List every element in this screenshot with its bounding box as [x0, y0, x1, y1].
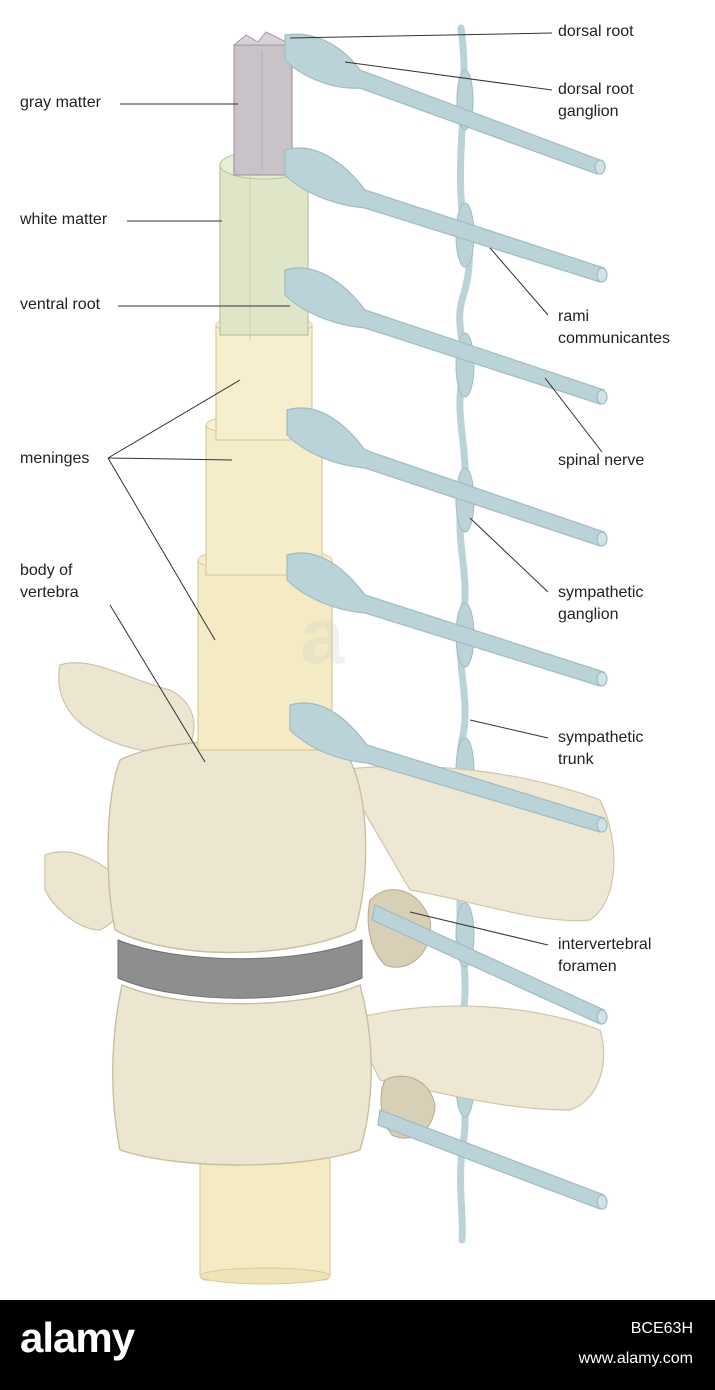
image-id: BCE63H — [631, 1320, 693, 1338]
alamy-logo: alamy — [20, 1314, 134, 1362]
dorsal-root-label: dorsal root — [558, 21, 634, 43]
sympathetic-trunk-label-line1: sympathetic — [558, 727, 643, 749]
footer-bar: alamy BCE63H www.alamy.com — [0, 1300, 715, 1390]
spinal-nerve-label: spinal nerve — [558, 450, 644, 472]
sympathetic-ganglion-label-line2: ganglion — [558, 604, 619, 626]
sympathetic-trunk-label-line2: trunk — [558, 749, 594, 771]
watermark-text: a — [300, 590, 345, 682]
rami-communicantes-label-line1: rami — [558, 306, 589, 328]
gray-matter-label: gray matter — [20, 92, 101, 114]
sympathetic-ganglion-label-line1: sympathetic — [558, 582, 643, 604]
dorsal-root-ganglion-label-line1: dorsal root — [558, 79, 634, 101]
vertebra-bone — [45, 663, 614, 1284]
white-matter-label: white matter — [20, 209, 107, 231]
body-of-vertebra-label-line1: body of — [20, 560, 72, 582]
rami-communicantes-label-line2: communicantes — [558, 328, 670, 350]
dorsal-root-ganglion-label-line2: ganglion — [558, 101, 619, 123]
body-of-vertebra-label-line2: vertebra — [20, 582, 79, 604]
ventral-root-label: ventral root — [20, 294, 100, 316]
footer-url: www.alamy.com — [579, 1350, 693, 1368]
spinal-cord-diagram — [0, 0, 715, 1300]
intervertebral-foramen-label-line2: foramen — [558, 956, 617, 978]
meninges-label: meninges — [20, 448, 89, 470]
intervertebral-foramen-label-line1: intervertebral — [558, 934, 651, 956]
